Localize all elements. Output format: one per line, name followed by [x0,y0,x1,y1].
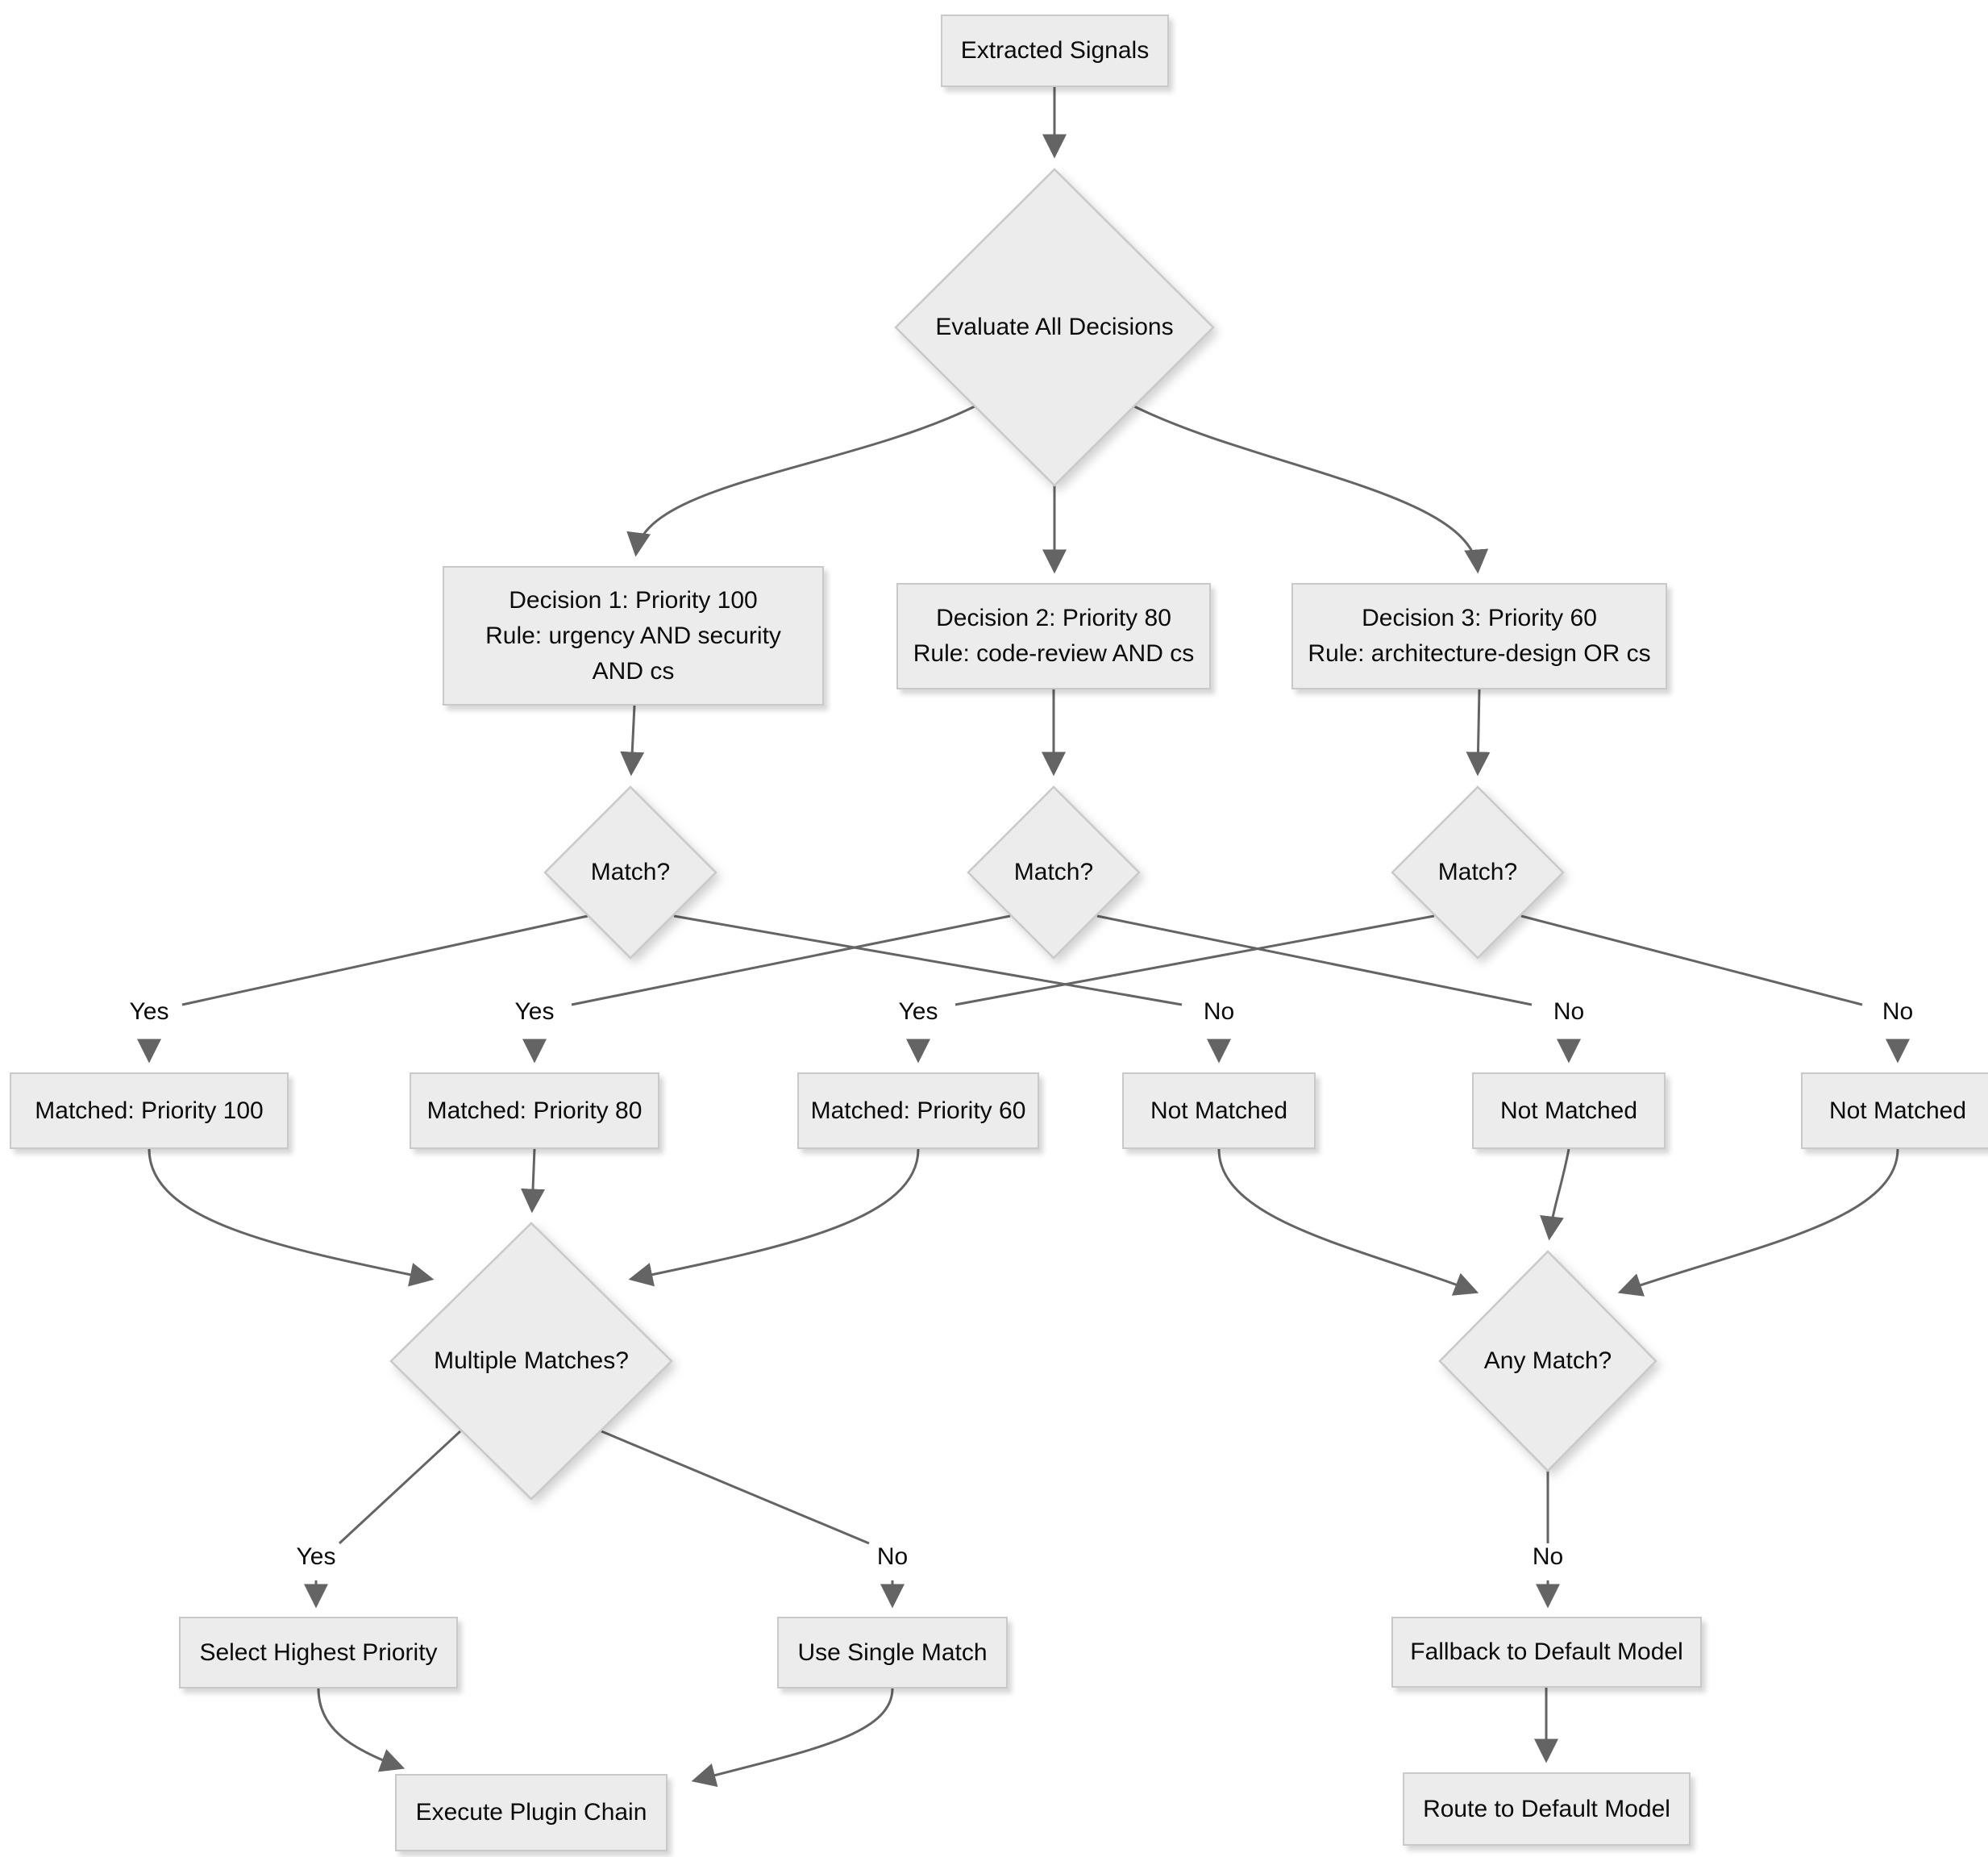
node-use-single-match: Use Single Match [777,1617,1008,1688]
edge-evaluate-to-decision1 [626,405,975,557]
node-select-highest-priority: Select Highest Priority [179,1617,458,1688]
decision1-line1: Decision 1: Priority 100 [509,586,758,614]
node-not-matched-3: Not Matched [1801,1072,1988,1149]
node-route-to-default-model: Route to Default Model [1403,1772,1691,1846]
edge-label-match1-no: No [1162,998,1275,1026]
edge-multiplematches-yes-diagonal [338,1430,462,1545]
edge-evaluate-to-decision3 [1133,405,1489,574]
edge-match1-yes-diagonal [181,914,588,1006]
match3-yes-text: Yes [895,998,942,1025]
edge-matched100-to-multiplematches [148,1148,435,1287]
edge-match1-no-diagonal [673,914,1183,1006]
decision2-line2: Rule: code-review AND cs [913,640,1195,667]
edge-label-multiplematches-no: No [836,1543,949,1571]
node-matched-priority-100: Matched: Priority 100 [10,1072,289,1149]
node-extracted-signals: Extracted Signals [941,15,1169,87]
edge-notmatched1-to-anymatch [1217,1148,1479,1296]
edge-decision1-to-match1 [620,705,645,777]
node-not-matched-2: Not Matched [1472,1072,1666,1149]
node-matched-priority-80: Matched: Priority 80 [410,1072,659,1149]
edge-match3-no-diagonal [1520,914,1863,1006]
edge-usesinglematch-to-execute [691,1688,894,1788]
edge-decision3-to-match3 [1466,689,1491,777]
any-match-diamond [1438,1250,1657,1472]
multiplematches-no-text: No [873,1543,912,1570]
match1-yes-text: Yes [126,998,173,1025]
node-decision3: Decision 3: Priority 60 Rule: architectu… [1291,583,1667,689]
edge-label-anymatch-no: No [1491,1543,1604,1571]
evaluate-all-decisions-diamond [894,168,1215,487]
edge-multiplematches-no-diagonal [601,1430,870,1545]
edge-match2-yes-diagonal [571,914,1011,1006]
edge-matched80-to-multiplematches [521,1148,546,1214]
match3-no-text: No [1878,998,1917,1025]
edge-label-match3-yes: Yes [862,998,975,1026]
edge-label-match1-yes: Yes [93,998,206,1026]
edge-label-match2-yes: Yes [478,998,591,1026]
edge-match2-no-diagonal [1096,914,1533,1006]
node-fallback-to-default-model: Fallback to Default Model [1391,1617,1702,1688]
decision1-line3: AND cs [592,657,675,685]
node-not-matched-1: Not Matched [1122,1072,1316,1149]
match2-yes-text: Yes [511,998,558,1025]
edge-match3-yes-diagonal [954,914,1435,1006]
node-matched-priority-60: Matched: Priority 60 [797,1072,1039,1149]
match1-diamond [543,785,717,960]
match3-diamond [1391,785,1565,960]
edge-label-multiplematches-yes: Yes [260,1543,372,1571]
node-execute-plugin-chain: Execute Plugin Chain [395,1774,668,1851]
edge-selecthighest-to-execute [317,1688,406,1772]
decision3-line2: Rule: architecture-design OR cs [1308,640,1651,667]
edge-matched60-to-multiplematches [628,1148,920,1287]
decision2-line1: Decision 2: Priority 80 [936,605,1171,631]
multiplematches-yes-text: Yes [293,1543,339,1570]
anymatch-no-text: No [1528,1543,1567,1570]
match1-no-text: No [1200,998,1238,1025]
node-decision2: Decision 2: Priority 80 Rule: code-revie… [896,583,1211,689]
multiple-matches-diamond [389,1222,673,1501]
match2-diamond [967,785,1141,960]
edge-notmatched3-to-anymatch [1617,1148,1899,1297]
edge-label-match3-no: No [1841,998,1954,1026]
decision1-line2: Rule: urgency AND security [485,622,781,649]
node-decision1: Decision 1: Priority 100 Rule: urgency A… [443,566,824,706]
edge-notmatched2-to-anymatch [1540,1148,1570,1241]
edge-label-match2-no: No [1512,998,1625,1026]
decision3-line1: Decision 3: Priority 60 [1362,605,1597,631]
match2-no-text: No [1549,998,1588,1025]
